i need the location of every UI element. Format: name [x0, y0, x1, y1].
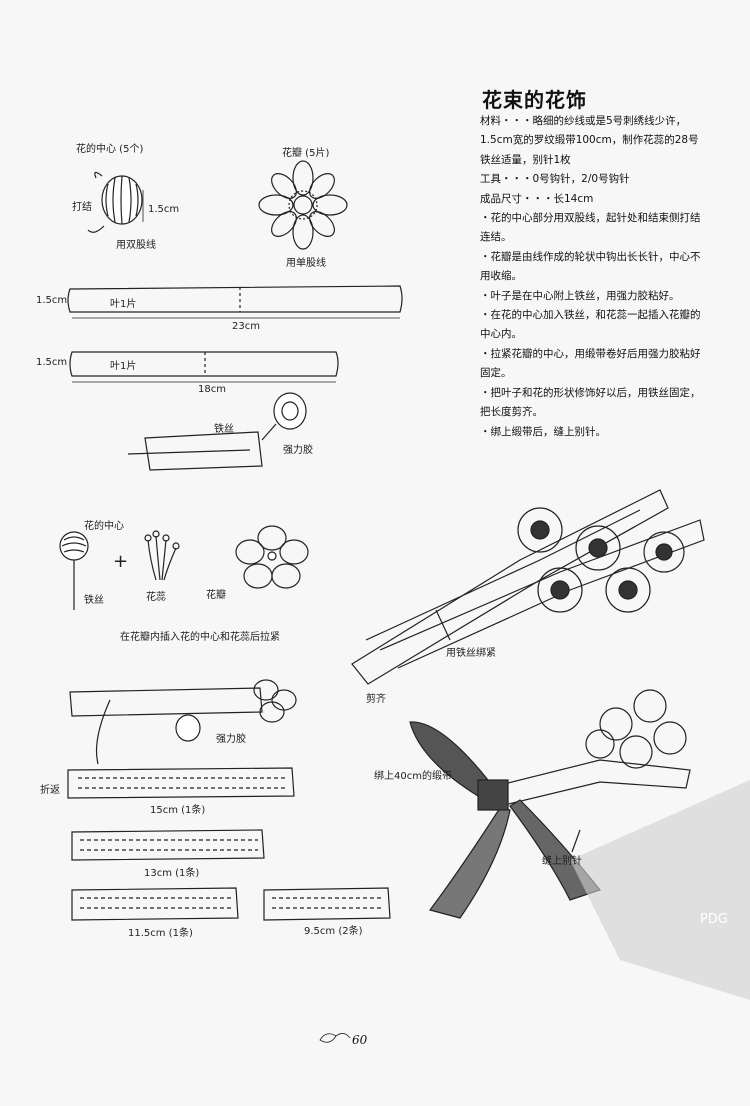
label-leaf-b: 叶1片	[110, 361, 137, 372]
instruction-step: ・花瓣是由线作成的轮状中钩出长长针，中心不用收缩。	[480, 250, 701, 283]
watermark-text: PDG	[700, 912, 728, 927]
label-strip-11-5: 11.5cm (1条)	[128, 928, 193, 939]
page-title: 花束的花饰	[482, 88, 587, 112]
ribbon-strip-11-5cm	[71, 887, 239, 921]
ribbon-strip-15cm	[67, 767, 295, 799]
stamp-watermark	[570, 780, 750, 1000]
instruction-step: ・把叶子和花的形状修饰好以后，用铁丝固定，把长度剪齐。	[480, 386, 701, 419]
label-double-yarn: 用双股线	[116, 240, 156, 251]
leaf-ribbon-18cm	[69, 351, 339, 383]
label-leaf-a: 叶1片	[110, 299, 137, 310]
label-length-23: 23cm	[232, 321, 260, 332]
label-tie-ribbon: 绑上40cm的缎带	[374, 771, 452, 782]
ribbon-strip-9-5cm	[263, 887, 391, 921]
leaf-ribbon-23cm	[67, 285, 403, 319]
label-center-b: 花的中心	[84, 521, 124, 532]
instruction-size: 成品尺寸・・・长14cm	[480, 192, 594, 205]
label-trim: 剪齐	[366, 694, 386, 705]
label-glue-a: 强力胶	[283, 445, 313, 456]
petal-chart-illustration	[258, 160, 348, 250]
label-length-18: 18cm	[198, 384, 226, 395]
label-tie-wire: 用铁丝绑紧	[446, 648, 496, 659]
footer-ornament	[319, 1033, 351, 1043]
page-number: 60	[352, 1033, 368, 1047]
label-insert-note: 在花瓣内插入花的中心和花蕊后拉紧	[120, 632, 280, 643]
five-petal-flower-illustration	[235, 525, 309, 589]
ribbon-strip-13cm	[71, 829, 265, 861]
label-ribbon-width-b: 1.5cm	[36, 357, 68, 368]
label-wire-b: 铁丝	[84, 595, 104, 606]
instruction-step: ・花的中心部分用双股线，起针处和结束侧打结连结。	[480, 212, 701, 244]
label-size-1-5cm: 1.5cm	[148, 204, 180, 215]
instruction-step: ・拉紧花瓣的中心，用缎带卷好后用强力胶粘好固定。	[480, 347, 701, 380]
bouquet-bow-illustration	[409, 689, 691, 919]
stamen-illustration	[144, 530, 180, 581]
label-sew-pin: 缝上别针	[542, 856, 582, 867]
instruction-materials: 材料・・・略细的纱线或是5号刺绣线少许，1.5cm宽的罗纹缎带100cm，制作花…	[480, 115, 699, 166]
label-fold: 折返	[40, 785, 60, 796]
label-knot: 打结	[72, 202, 92, 213]
label-flower-center: 花的中心 (5个)	[76, 144, 144, 155]
flower-center-illustration	[87, 171, 144, 233]
instruction-step: ・绑上缎带后，缝上别针。	[480, 425, 606, 438]
label-petal: 花瓣 (5片)	[282, 148, 330, 159]
label-wire-a: 铁丝	[214, 424, 234, 435]
label-strip-15: 15cm (1条)	[150, 805, 206, 816]
bouquet-illustration	[351, 489, 705, 685]
wire-glue-illustration	[127, 392, 307, 471]
label-strip-13: 13cm (1条)	[144, 868, 200, 879]
instruction-step: ・叶子是在中心附上铁丝，用强力胶粘好。	[480, 289, 680, 302]
flower-center-small-illustration	[59, 531, 89, 610]
label-petal-b: 花瓣	[206, 590, 226, 601]
label-glue-b: 强力胶	[216, 734, 246, 745]
instruction-text: 材料・・・略细的纱线或是5号刺绣线少许，1.5cm宽的罗纹缎带100cm，制作花…	[480, 112, 705, 442]
label-stamen: 花蕊	[146, 592, 166, 603]
instruction-tools: 工具・・・0号钩针，2/0号钩针	[480, 173, 630, 186]
wrapped-stem-illustration	[69, 679, 297, 765]
label-strip-9-5: 9.5cm (2条)	[304, 926, 363, 937]
plus-sign: +	[113, 551, 128, 572]
instruction-step: ・在花的中心加入铁丝，和花蕊一起插入花瓣的中心内。	[480, 309, 701, 341]
label-single-yarn: 用单股线	[286, 258, 326, 269]
label-ribbon-width-a: 1.5cm	[36, 295, 68, 306]
